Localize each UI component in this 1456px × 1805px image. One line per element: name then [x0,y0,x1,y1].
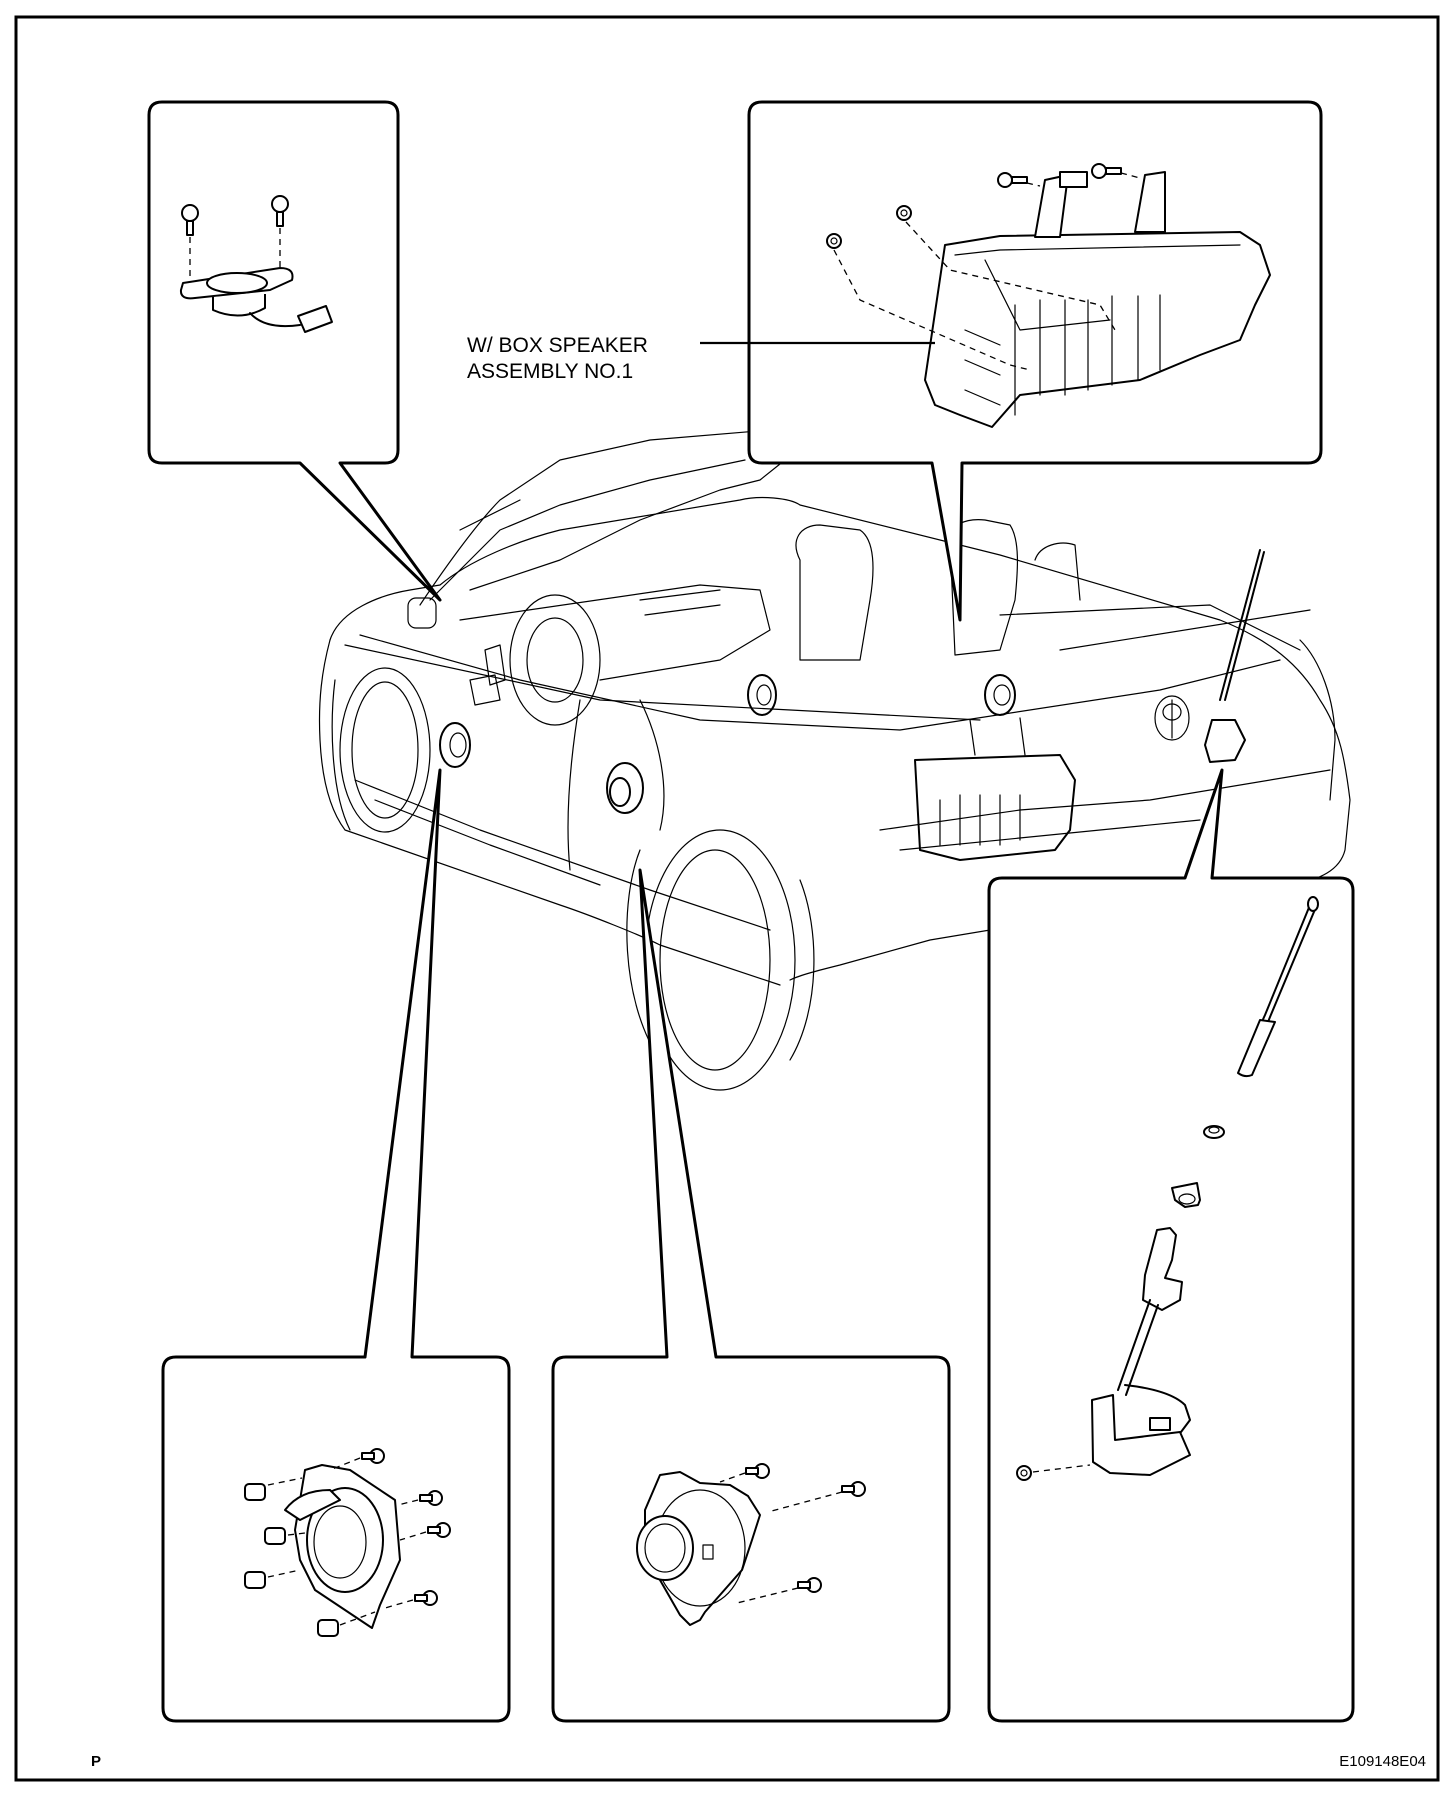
rear-deck-speaker-location [984,674,1016,716]
callout-rear-speaker [551,868,951,1723]
antenna-part [1016,896,1319,1481]
screw-icon [414,1590,438,1606]
box-speaker-part [826,163,1271,428]
screw-icon [841,1481,866,1497]
nut-icon [896,205,912,221]
screw-icon [181,204,199,236]
rear-speaker-part [636,1463,866,1626]
front-door-speaker-part [244,1448,451,1637]
nut-icon [826,233,842,249]
clip-icon [244,1571,266,1589]
screw-icon [361,1448,385,1464]
bolt-icon [1091,163,1122,179]
clip-icon [264,1527,286,1545]
footer-left-mark: P [91,1753,101,1770]
figure-code: E109148E04 [1339,1753,1426,1770]
rear-speaker-location [606,762,644,814]
screw-icon [419,1490,443,1506]
front-door-speaker-location [439,722,471,768]
outer-frame [14,15,1440,1782]
clip-icon [317,1619,339,1637]
nut-icon [1016,1465,1032,1481]
tweeter-part [179,195,333,333]
nut-icon [1203,1125,1225,1139]
box-speaker-location [914,717,1076,861]
callout-front-door-speaker [161,768,511,1723]
screw-icon [271,195,289,227]
clip-icon [244,1483,266,1501]
bolt-icon [997,172,1028,188]
callout-box-speaker [700,100,1323,622]
box-speaker-label-line2: ASSEMBLY NO.1 [467,360,633,383]
quarter-speaker-location [747,674,777,716]
callout-tweeter [147,100,442,602]
box-speaker-label-line1: W/ BOX SPEAKER [467,334,648,357]
screw-icon [797,1577,822,1593]
pad-icon [1171,1182,1201,1208]
screw-icon [427,1522,451,1538]
callout-antenna [987,768,1355,1723]
antenna-location [1204,549,1265,763]
screw-icon [745,1463,770,1479]
